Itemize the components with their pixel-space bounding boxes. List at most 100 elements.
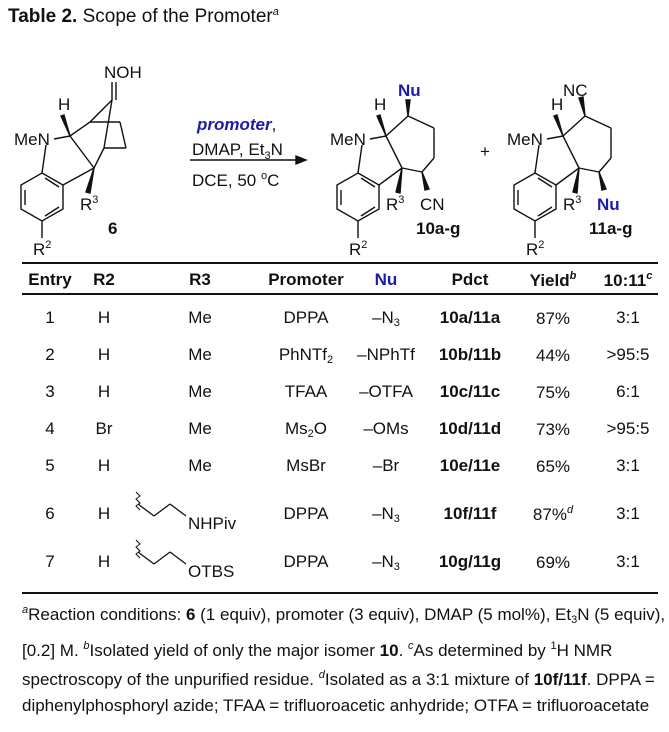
nu-cell: –N3 xyxy=(372,552,400,573)
header-yield: Yieldb xyxy=(529,270,577,290)
r3-cell: Me xyxy=(188,456,212,475)
nu-label: Nu xyxy=(398,81,421,100)
side-chain-icon xyxy=(135,491,187,517)
bottom-rule xyxy=(22,592,658,594)
ratio-cell: 3:1 xyxy=(616,456,640,475)
nu-cell: –OMs xyxy=(363,419,409,438)
r2-cell: H xyxy=(97,552,111,571)
ratio-cell: 3:1 xyxy=(616,552,640,571)
r2-cell: H xyxy=(97,308,111,327)
table-row: 3 H Me TFAA –OTFA 10c/11c 75% 6:1 xyxy=(0,382,669,412)
r3-cell: Me xyxy=(188,345,212,364)
header-nu: Nu xyxy=(374,270,398,289)
men-label: MeN xyxy=(507,130,543,149)
yield-cell: 87% xyxy=(535,309,571,328)
solvent-temp-label: DCE, 50 oC xyxy=(192,170,279,190)
entry-cell: 7 xyxy=(45,552,55,571)
men-label: MeN xyxy=(330,130,366,149)
nu-cell: –OTFA xyxy=(359,382,413,401)
r2-cell: H xyxy=(97,456,111,475)
promoter-label: promoter, xyxy=(196,115,276,134)
r3-cell: Me xyxy=(188,308,212,327)
header-entry: Entry xyxy=(28,270,72,289)
entry-cell: 3 xyxy=(45,382,55,401)
r2-cell: H xyxy=(97,345,111,364)
nu-cell: –N3 xyxy=(372,308,400,329)
r2-cell: H xyxy=(97,382,111,401)
footnotes: aReaction conditions: 6 (1 equiv), promo… xyxy=(22,604,666,715)
header-pdct: Pdct xyxy=(451,270,489,289)
table-row: 5 H Me MsBr –Br 10e/11e 65% 3:1 xyxy=(0,456,669,486)
r2-label: R2 xyxy=(526,239,544,259)
entry-cell: 1 xyxy=(45,308,55,327)
entry-cell: 2 xyxy=(45,345,55,364)
product-10: Nu H MeN R3 CN R2 10a-g xyxy=(330,81,460,259)
cn-label: CN xyxy=(420,195,445,214)
header-promoter: Promoter xyxy=(268,270,344,289)
entry-cell: 6 xyxy=(45,504,55,523)
header-rule xyxy=(22,293,658,295)
r3-label: R3 xyxy=(563,194,581,214)
nu-cell: –NPhTf xyxy=(357,345,415,364)
r2-label: R2 xyxy=(33,239,51,259)
promoter-cell: DPPA xyxy=(283,308,329,327)
r2-cell: H xyxy=(97,504,111,523)
header-r2: R2 xyxy=(93,270,115,289)
ratio-cell: >95:5 xyxy=(606,345,650,364)
h-label: H xyxy=(58,95,70,114)
h-label: H xyxy=(374,95,386,114)
header-r3: R3 xyxy=(189,270,211,289)
compound-label-10: 10a-g xyxy=(416,219,460,238)
yield-cell: 65% xyxy=(535,457,571,476)
nc-label: NC xyxy=(563,81,588,100)
product-cell: 10e/11e xyxy=(439,456,501,475)
ratio-cell: >95:5 xyxy=(606,419,650,438)
promoter-cell: MsBr xyxy=(286,456,326,475)
r3-cell: Me xyxy=(188,382,212,401)
product-cell: 10f/11f xyxy=(443,504,497,523)
dmap-label: DMAP, Et3N xyxy=(192,140,283,162)
table-title: Table 2. Scope of the Promotera xyxy=(8,6,279,28)
promoter-cell: Ms2O xyxy=(284,419,328,440)
table-row: 4 Br Me Ms2O –OMs 10d/11d 73% >95:5 xyxy=(0,419,669,449)
table-number: Table 2. xyxy=(8,6,78,27)
product-cell: 10d/11d xyxy=(438,419,502,438)
table-row: 1 H Me DPPA –N3 10a/11a 87% 3:1 xyxy=(0,308,669,338)
compound-label-11: 11a-g xyxy=(589,219,632,238)
product-cell: 10c/11c xyxy=(439,382,501,401)
r3-label: R3 xyxy=(80,194,98,214)
product-cell: 10b/11b xyxy=(438,345,502,364)
ratio-cell: 6:1 xyxy=(616,382,640,401)
r3-cell: Me xyxy=(188,419,212,438)
header-ratio: 10:11c xyxy=(603,270,653,290)
r3-label: R3 xyxy=(386,194,404,214)
r2-cell: Br xyxy=(95,419,113,438)
table-caption: Scope of the Promoter xyxy=(82,6,273,27)
table-row: 2 H Me PhNTf2 –NPhTf 10b/11b 44% >95:5 xyxy=(0,345,669,375)
promoter-cell: TFAA xyxy=(284,382,328,401)
top-rule xyxy=(22,262,658,264)
entry-cell: 5 xyxy=(45,456,55,475)
reaction-scheme: NOH H MeN R3 R2 6 promoter, DMAP, Et3N D… xyxy=(14,63,632,259)
nu-label: Nu xyxy=(597,195,620,214)
men-label: MeN xyxy=(14,130,50,149)
r2-label: R2 xyxy=(349,239,367,259)
compound-label-6: 6 xyxy=(108,219,117,238)
yield-cell: 73% xyxy=(535,420,571,439)
nu-cell: –N3 xyxy=(372,504,400,525)
promoter-cell: PhNTf2 xyxy=(278,345,334,366)
side-chain-icon xyxy=(135,539,187,565)
plus-sign: + xyxy=(480,142,490,161)
table-row: 7 H OTBS DPPA –N3 10g/11g 69% 3:1 xyxy=(0,539,669,582)
yield-cell: 87%d xyxy=(532,504,574,524)
table-header: Entry R2 R3 Promoter Nu Pdct Yieldb 10:1… xyxy=(0,270,669,300)
yield-cell: 69% xyxy=(535,553,571,572)
product-cell: 10g/11g xyxy=(438,552,502,571)
product-cell: 10a/11a xyxy=(439,308,501,327)
ratio-cell: 3:1 xyxy=(616,308,640,327)
yield-cell: 75% xyxy=(535,383,571,402)
footnote-marker: a xyxy=(272,6,279,18)
entry-cell: 4 xyxy=(45,419,55,438)
ratio-cell: 3:1 xyxy=(616,504,640,523)
